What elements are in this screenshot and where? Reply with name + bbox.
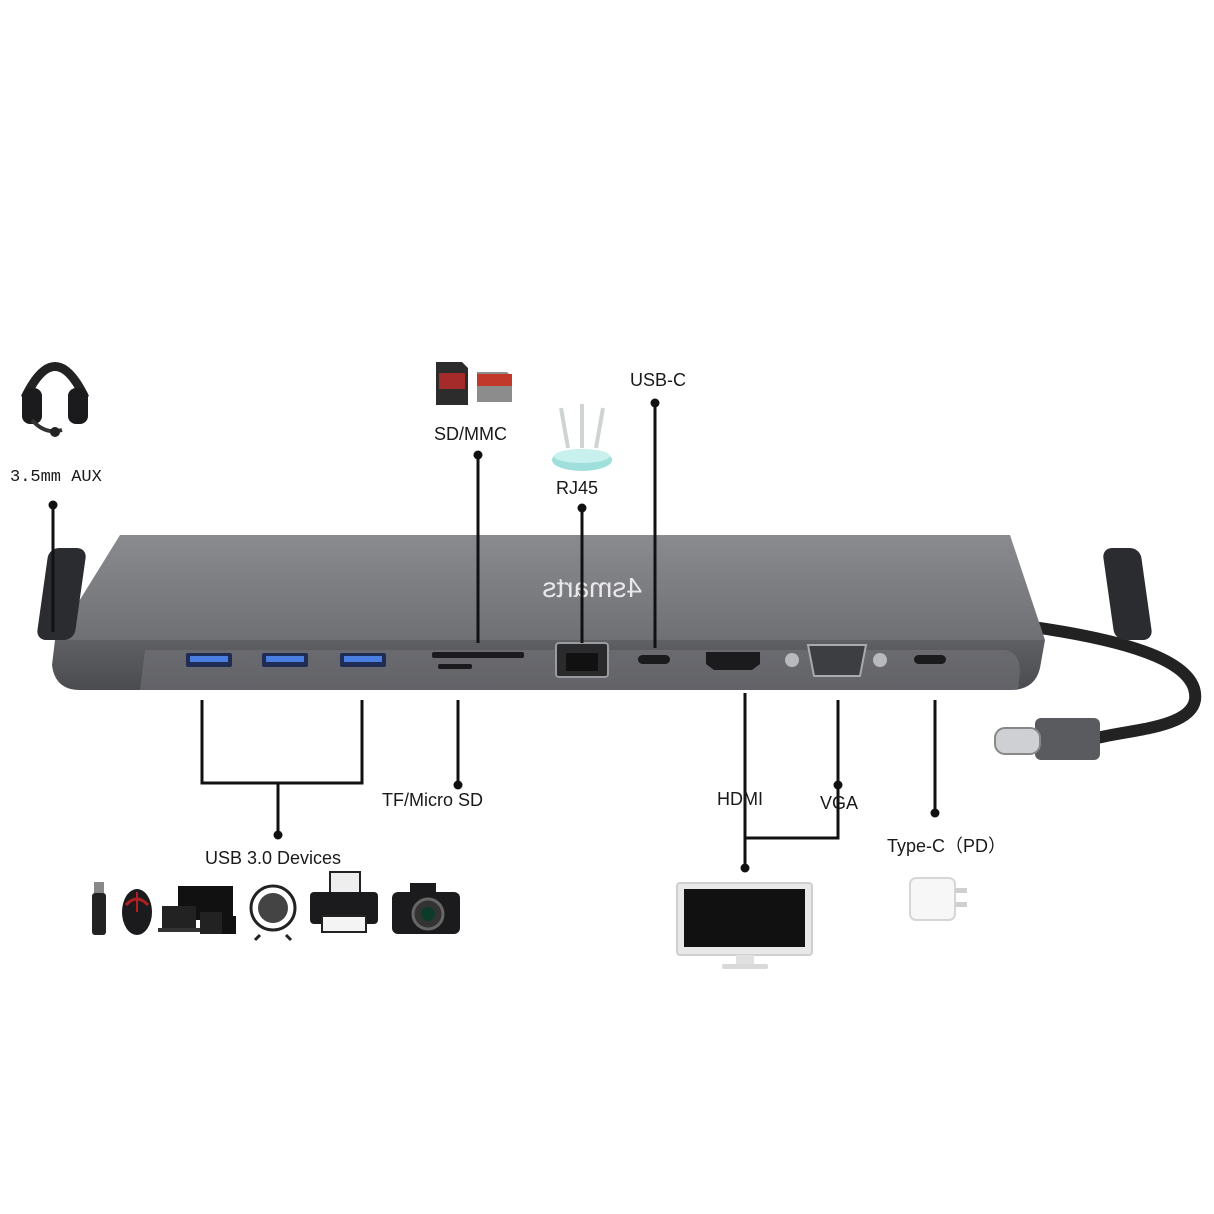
rj45-port: [555, 642, 609, 678]
vga-port: [785, 644, 887, 677]
usb3-label: USB 3.0 Devices: [205, 848, 342, 868]
hdmi-label: HDMI: [717, 789, 763, 809]
sd-mmc-label: SD/MMC: [434, 424, 507, 444]
callout-dots: [48, 398, 940, 873]
monitor-icon: [676, 882, 813, 969]
rj45-label: RJ45: [556, 478, 599, 498]
usb-c-port: [638, 655, 670, 664]
tf-micro-sd-label: TF/Micro SD: [382, 790, 483, 810]
headset-icon: [20, 362, 90, 437]
aux-label: 3.5mm AUX: [10, 468, 102, 487]
usb-stick-icon: [92, 882, 106, 935]
hdmi-port: [706, 652, 760, 670]
camera-icon: [392, 883, 460, 934]
pd-port: [914, 655, 946, 664]
vga-label: VGA: [820, 793, 859, 813]
type-c-pd-label: Type-C（PD）: [887, 836, 1007, 856]
charger-icon: [909, 877, 967, 921]
brand-logo: 4smarts: [542, 572, 642, 603]
card-slots: [432, 652, 524, 669]
usb-c-plug: [994, 718, 1100, 760]
router-icon: [552, 404, 612, 471]
usb-c-cable: [1034, 622, 1202, 746]
fan-icon: [249, 884, 297, 942]
printer-icon: [310, 871, 378, 933]
sd-card-icon: [436, 362, 512, 405]
rubber-pad-left: [37, 548, 86, 640]
usb-c-label: USB-C: [630, 370, 687, 390]
usb3-ports: [186, 653, 386, 667]
rubber-pad-right: [1103, 548, 1152, 640]
devices-icon: [158, 886, 236, 934]
mouse-icon: [122, 889, 152, 935]
callout-lines: [51, 403, 937, 868]
